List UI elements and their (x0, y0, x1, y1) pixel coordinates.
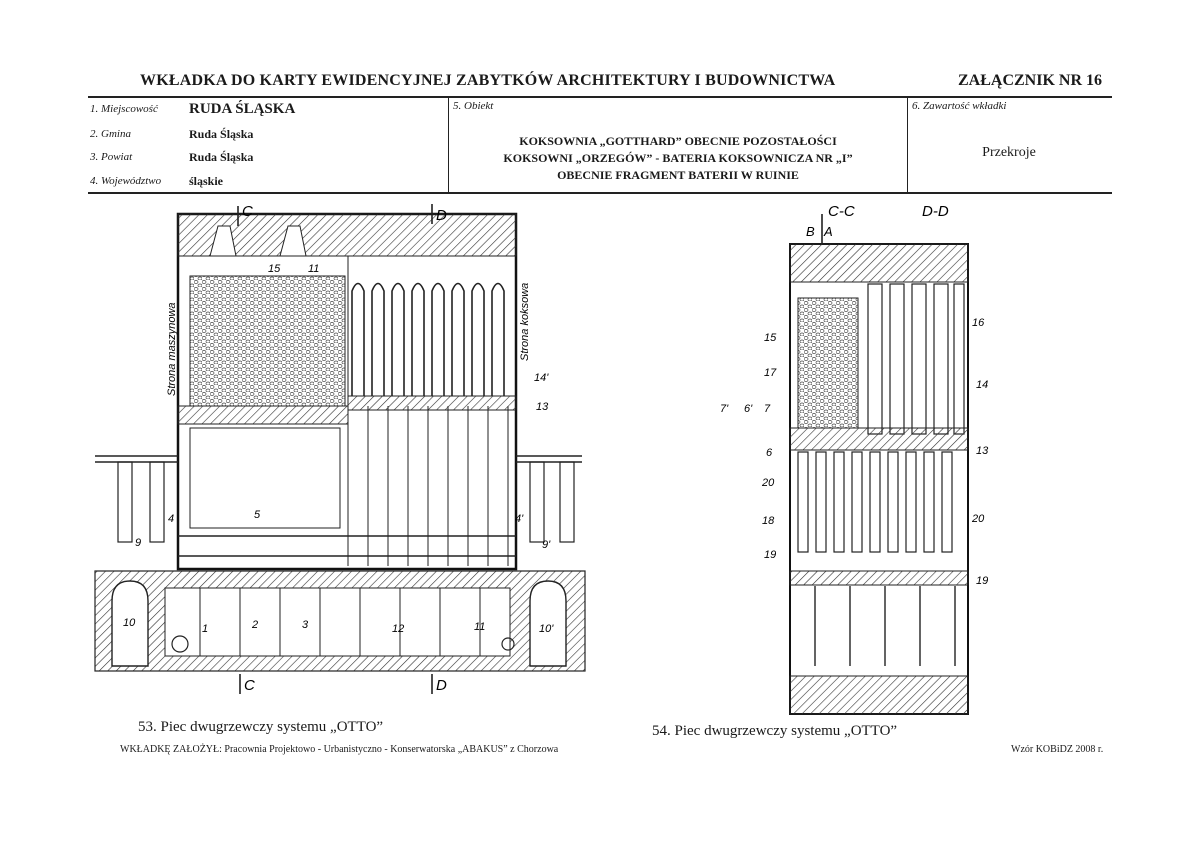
part-numbers-left: 15 11 14' 13 5 4 4' 9 9' 10 10' 1 2 3 12… (123, 263, 554, 635)
marker-a: A (823, 224, 833, 239)
tunnel-right (529, 580, 567, 667)
pipe-risers (814, 586, 956, 666)
document-title: WKŁADKA DO KARTY EWIDENCYJNEJ ZABYTKÓW A… (140, 72, 836, 89)
coal-column (797, 297, 859, 429)
svg-text:10': 10' (539, 623, 554, 635)
founder-credit: WKŁADKĘ ZAŁOŻYŁ: Pracownia Projektowo - … (120, 744, 559, 755)
svg-text:18: 18 (762, 515, 775, 527)
locality-value: RUDA ŚLĄSKA (189, 101, 296, 117)
svg-text:12: 12 (392, 623, 404, 635)
object-description: KOKSOWNIA „GOTTHARD” OBECNIE POZOSTAŁOŚC… (450, 133, 906, 184)
svg-text:14': 14' (534, 372, 549, 384)
svg-text:17: 17 (764, 367, 777, 379)
oven-section-drawing-right: C-C D-D B A 15 17 16 14 7' 6' 7 6 13 20 … (720, 203, 989, 715)
heating-flues (351, 282, 505, 396)
svg-text:4: 4 (168, 513, 174, 525)
svg-text:3: 3 (302, 619, 309, 631)
caption-right: 54. Piec dwugrzewczy systemu „OTTO” (652, 723, 898, 739)
section-mark-d-bottom: D (436, 677, 447, 694)
svg-text:2: 2 (251, 619, 258, 631)
table-divider-1 (448, 96, 449, 193)
svg-text:15: 15 (764, 332, 777, 344)
svg-text:20: 20 (761, 477, 775, 489)
section-mark-c-top: C (242, 203, 253, 220)
part-numbers-right: 15 17 16 14 7' 6' 7 6 13 20 18 20 19 19 (720, 317, 989, 587)
tunnel-left (111, 580, 149, 667)
svg-text:6: 6 (766, 447, 773, 459)
svg-text:19: 19 (764, 549, 776, 561)
object-line-1: KOKSOWNIA „GOTTHARD” OBECNIE POZOSTAŁOŚC… (519, 134, 837, 148)
section-mark-d-top: D (436, 207, 447, 224)
svg-text:11: 11 (308, 263, 319, 275)
voivodeship-label: 4. Województwo (90, 175, 162, 187)
template-version: Wzór KOBiDZ 2008 r. (1011, 744, 1104, 755)
oven-section-drawing-left: C C D D Strona maszynowa Strona koksowa … (94, 203, 586, 694)
oven-chamber (189, 427, 341, 529)
object-label: 5. Obiekt (453, 100, 494, 112)
coal-charge (189, 275, 346, 407)
svg-text:7': 7' (720, 403, 729, 415)
locality-label: 1. Miejscowość (90, 103, 158, 115)
annex-number: ZAŁĄCZNIK NR 16 (958, 72, 1103, 89)
svg-text:1: 1 (202, 623, 208, 635)
svg-text:10: 10 (123, 617, 136, 629)
caption-left: 53. Piec dwugrzewczy systemu „OTTO” (138, 719, 384, 735)
svg-text:9': 9' (542, 539, 551, 551)
svg-text:13: 13 (976, 445, 989, 457)
regenerator-space (164, 587, 511, 657)
svg-text:7: 7 (764, 403, 771, 415)
flue-walls (347, 256, 509, 566)
district-value: Ruda Śląska (189, 150, 254, 164)
table-top-rule (88, 96, 1112, 98)
svg-text:4': 4' (515, 513, 524, 525)
object-line-3: OBECNIE FRAGMENT BATERII W RUINIE (557, 168, 799, 182)
table-divider-2 (907, 96, 908, 193)
table-bottom-rule (88, 192, 1112, 194)
coke-side-label: Strona koksowa (519, 283, 531, 361)
section-mark-c-bottom: C (244, 677, 255, 694)
section-cc-label: C-C (828, 203, 855, 220)
svg-text:15: 15 (268, 263, 281, 275)
svg-text:20: 20 (971, 513, 985, 525)
commune-value: Ruda Śląska (189, 127, 254, 141)
svg-text:5: 5 (254, 509, 261, 521)
object-line-2: KOKSOWNI „ORZEGÓW” - BATERIA KOKSOWNICZA… (503, 151, 853, 165)
content-label: 6. Zawartość wkładki (912, 100, 1007, 112)
commune-label: 2. Gmina (90, 128, 131, 140)
svg-text:6': 6' (744, 403, 753, 415)
machine-side-label: Strona maszynowa (166, 302, 178, 396)
content-value: Przekroje (982, 145, 1036, 160)
svg-text:9: 9 (135, 537, 141, 549)
section-dd-label: D-D (922, 203, 949, 220)
voivodeship-value: śląskie (189, 174, 224, 188)
marker-b: B (806, 224, 815, 239)
svg-text:13: 13 (536, 401, 549, 413)
svg-text:14: 14 (976, 379, 988, 391)
svg-text:11: 11 (474, 621, 485, 633)
svg-text:16: 16 (972, 317, 985, 329)
svg-text:19: 19 (976, 575, 988, 587)
flue-columns-bottom (797, 451, 953, 553)
district-label: 3. Powiat (90, 151, 133, 163)
